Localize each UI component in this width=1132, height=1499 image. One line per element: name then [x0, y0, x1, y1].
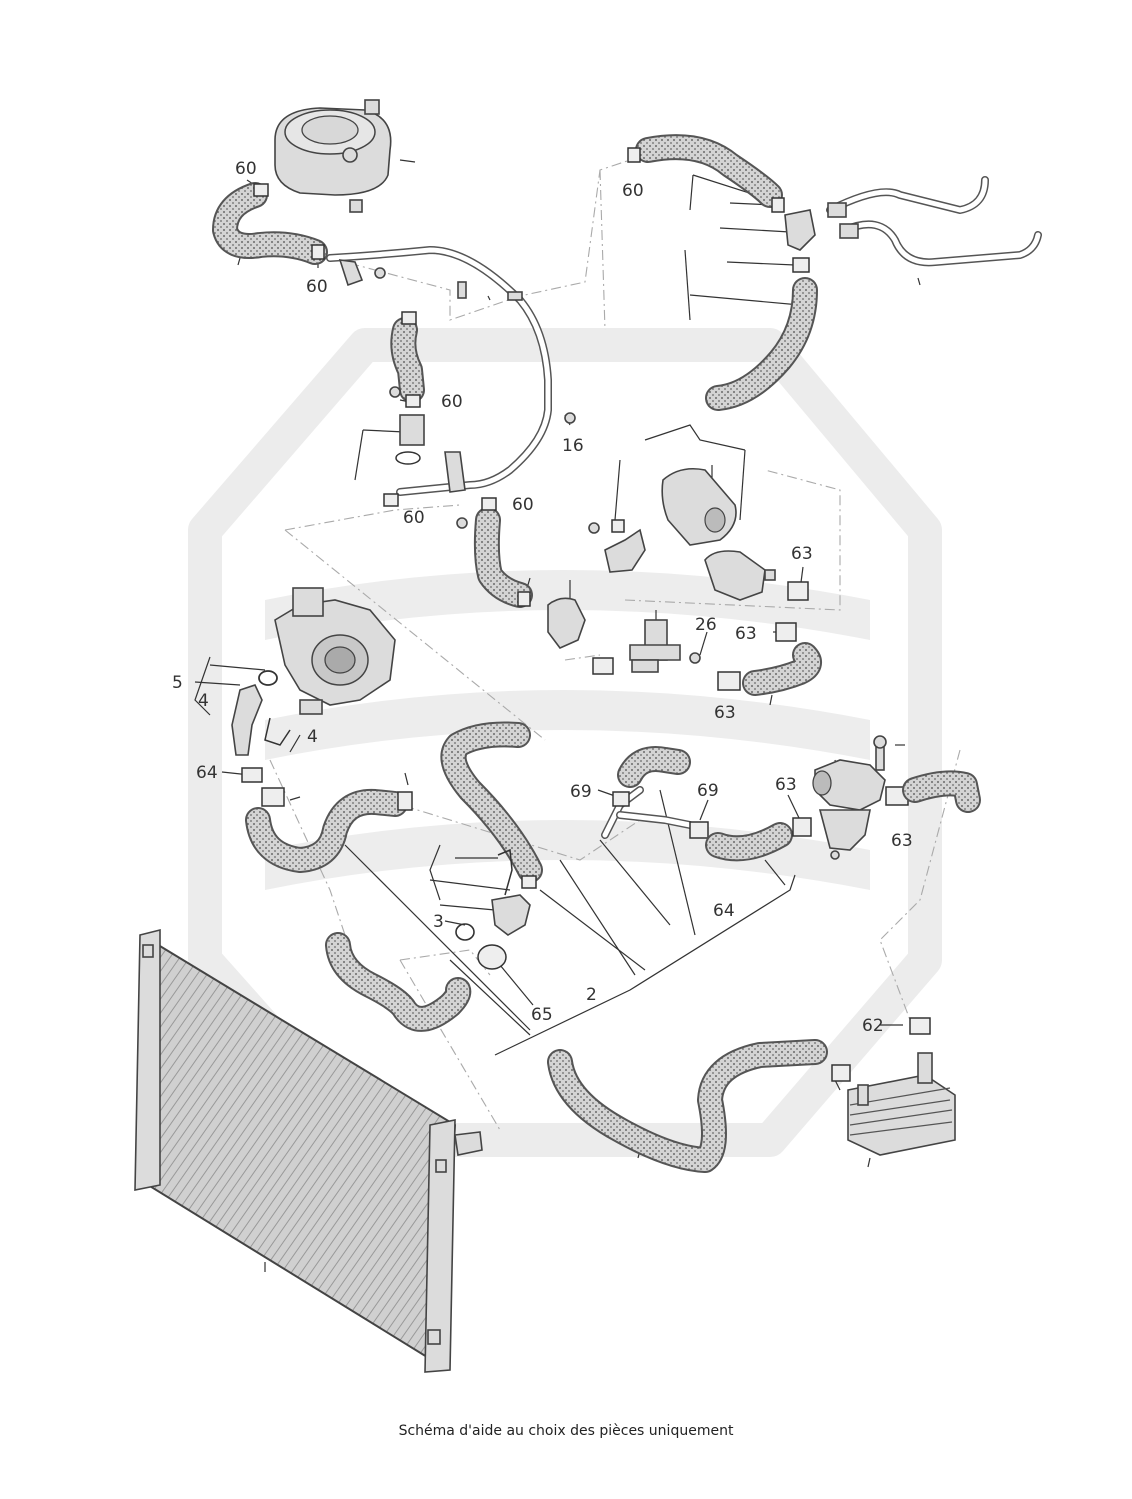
retaining-clip — [264, 717, 291, 746]
clamp — [775, 622, 797, 642]
thermostat-housing — [258, 587, 396, 715]
hose-tank-left — [212, 182, 328, 265]
flange-fitting — [399, 414, 425, 446]
heater-pipes — [826, 176, 1042, 267]
label-69: 69 — [697, 781, 719, 801]
clamp — [383, 493, 399, 507]
label-62: 62 — [862, 1016, 884, 1036]
hose-right-short — [902, 770, 981, 813]
label-63: 63 — [735, 624, 757, 644]
bolt — [564, 412, 576, 424]
clamp — [261, 787, 285, 807]
label-5: 5 — [172, 673, 183, 693]
o-ring — [395, 451, 421, 465]
coolant-shutoff-valve — [592, 619, 701, 675]
coolant-flange — [455, 848, 531, 970]
bolt — [389, 386, 401, 398]
pump-cover — [661, 467, 737, 546]
label-4: 4 — [198, 691, 209, 711]
hose-center — [473, 507, 533, 608]
coolant-temp-sensor — [547, 597, 586, 649]
label-60: 60 — [441, 392, 463, 412]
clamp — [771, 197, 785, 213]
clamp — [401, 311, 417, 325]
label-65: 65 — [531, 1005, 553, 1025]
auxiliary-water-pump — [704, 550, 766, 601]
hose-long-center — [440, 721, 543, 883]
bolt — [456, 517, 468, 529]
label-26: 26 — [695, 615, 717, 635]
clamp — [909, 1017, 931, 1035]
label-63: 63 — [714, 703, 736, 723]
hose-to-pump-right — [705, 822, 793, 862]
label-3: 3 — [433, 912, 444, 932]
clamp — [241, 767, 263, 783]
label-60: 60 — [306, 277, 328, 297]
label-64: 64 — [713, 901, 735, 921]
hose-small-middle — [390, 317, 425, 403]
clamp — [397, 791, 413, 811]
hose-radiator-lower-left — [325, 932, 472, 1032]
clamp — [311, 244, 325, 260]
label-69: 69 — [570, 782, 592, 802]
label-60: 60 — [622, 181, 644, 201]
label-60: 60 — [235, 159, 257, 179]
hose-connector-elbow — [231, 684, 263, 756]
clamp — [689, 821, 709, 839]
clamp — [405, 394, 421, 408]
clamp — [611, 519, 625, 533]
label-64: 64 — [196, 763, 218, 783]
bolt — [588, 522, 600, 534]
clamp — [787, 581, 809, 601]
label-60: 60 — [403, 508, 425, 528]
coolant-metal-pipe — [326, 246, 552, 496]
clamp — [792, 817, 812, 837]
pump-bracket — [604, 528, 646, 573]
oil-cooler — [847, 1052, 956, 1156]
clamp — [831, 1064, 851, 1082]
label-63: 63 — [791, 544, 813, 564]
part-labels: 60 60 60 60 60 60 16 63 63 63 63 63 26 5… — [172, 159, 913, 1036]
hose-y-upper — [617, 746, 691, 788]
clamp — [521, 875, 537, 889]
clamp — [253, 183, 269, 197]
radiator — [134, 928, 483, 1373]
clamp — [792, 257, 810, 273]
hose-lower-left — [245, 788, 408, 873]
label-63: 63 — [891, 831, 913, 851]
auxiliary-pump-right — [812, 735, 887, 860]
label-4: 4 — [307, 727, 318, 747]
label-60: 60 — [512, 495, 534, 515]
diagram-caption: Schéma d'aide au choix des pièces unique… — [398, 1423, 734, 1439]
hose-radiator-lower-long — [547, 1039, 828, 1173]
hose-top-right — [635, 134, 818, 411]
label-16: 16 — [562, 436, 584, 456]
clamp — [481, 497, 497, 511]
clamp — [612, 791, 630, 807]
hose-valve-right — [742, 642, 822, 696]
clamp — [627, 147, 641, 163]
clamp — [517, 591, 531, 607]
clamp — [717, 671, 741, 691]
bolt — [374, 267, 386, 279]
t-connector — [784, 209, 816, 251]
label-2: 2 — [586, 985, 597, 1005]
label-63: 63 — [775, 775, 797, 795]
coolant-expansion-tank — [274, 99, 392, 213]
